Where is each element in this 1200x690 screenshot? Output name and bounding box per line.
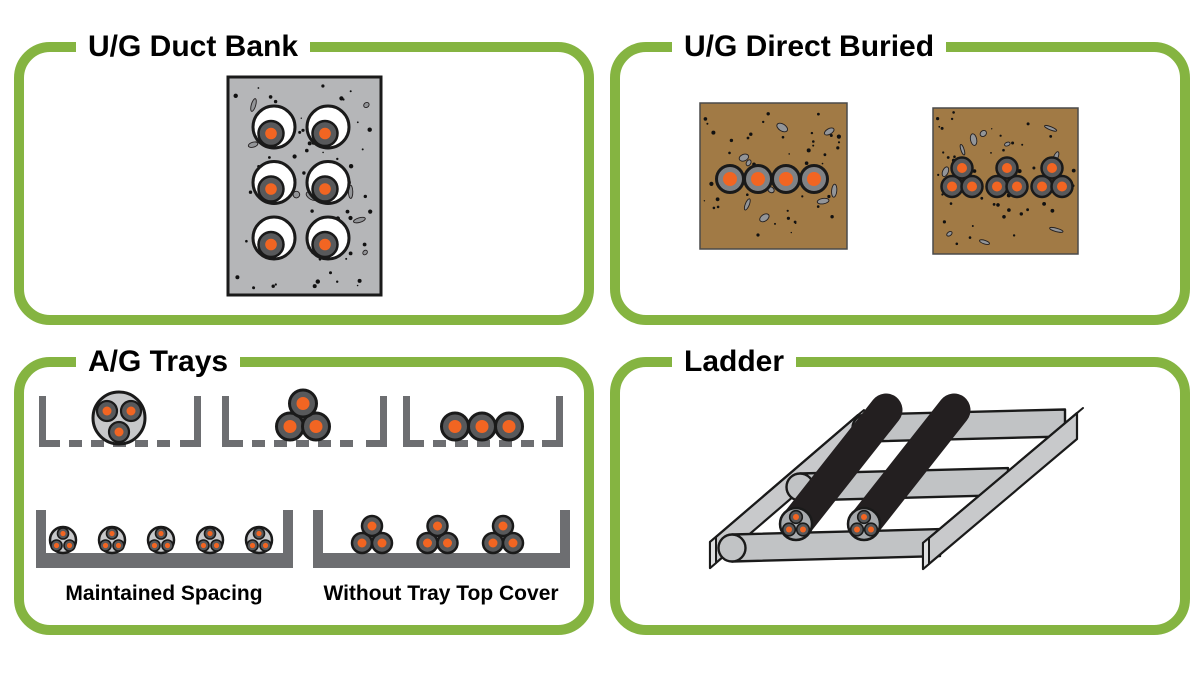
panel-ug-duct-bank: U/G Duct Bank bbox=[14, 27, 594, 325]
direct-buried-illustration bbox=[699, 102, 1079, 255]
panel-title-ladder: Ladder bbox=[672, 342, 797, 382]
panel-title-duct-bank: U/G Duct Bank bbox=[76, 27, 311, 67]
trays-illustration: Maintained Spacing Without Tray Top Cover bbox=[36, 388, 570, 605]
panel-ladder: Ladder bbox=[610, 342, 1190, 635]
duct-bank-illustration bbox=[226, 75, 383, 297]
panel-title-trays: A/G Trays bbox=[76, 342, 241, 382]
label-maintained-spacing: Maintained Spacing bbox=[65, 582, 262, 605]
panel-ag-trays: A/G Trays Maintained Spacing Without Tray… bbox=[14, 342, 594, 635]
panel-ug-direct-buried: U/G Direct Buried bbox=[610, 27, 1190, 325]
ladder-illustration bbox=[708, 393, 1084, 571]
label-without-tray-top-cover: Without Tray Top Cover bbox=[323, 582, 558, 605]
panel-title-direct-buried: U/G Direct Buried bbox=[672, 27, 947, 67]
